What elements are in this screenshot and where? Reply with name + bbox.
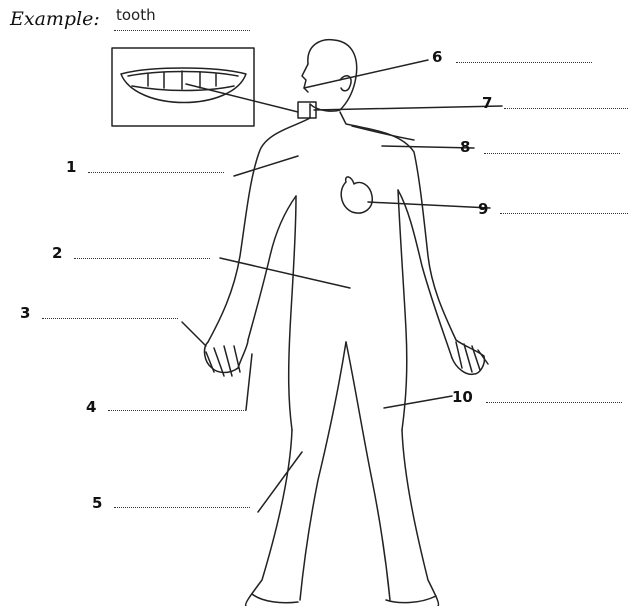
answer-line-2[interactable] bbox=[74, 258, 210, 259]
label-10: 10 bbox=[452, 390, 473, 405]
label-2: 2 bbox=[52, 246, 62, 261]
answer-line-10[interactable] bbox=[486, 402, 622, 403]
answer-line-5[interactable] bbox=[114, 507, 250, 508]
pointer-lines bbox=[182, 60, 502, 512]
label-8: 8 bbox=[460, 140, 470, 155]
label-9: 9 bbox=[478, 202, 488, 217]
answer-line-1[interactable] bbox=[88, 172, 224, 173]
answer-line-6[interactable] bbox=[456, 62, 592, 63]
mouth-icon bbox=[121, 68, 246, 103]
label-1: 1 bbox=[66, 160, 76, 175]
label-7: 7 bbox=[482, 96, 492, 111]
heart-icon bbox=[341, 177, 372, 213]
answer-line-3[interactable] bbox=[42, 318, 178, 319]
label-3: 3 bbox=[20, 306, 30, 321]
answer-line-4[interactable] bbox=[108, 410, 246, 411]
collarbone-line bbox=[352, 126, 414, 140]
human-body-outline bbox=[205, 40, 488, 606]
label-5: 5 bbox=[92, 496, 102, 511]
answer-line-9[interactable] bbox=[500, 213, 628, 214]
answer-line-7[interactable] bbox=[504, 108, 628, 109]
label-6: 6 bbox=[432, 50, 442, 65]
answer-line-8[interactable] bbox=[484, 153, 620, 154]
label-4: 4 bbox=[86, 400, 96, 415]
